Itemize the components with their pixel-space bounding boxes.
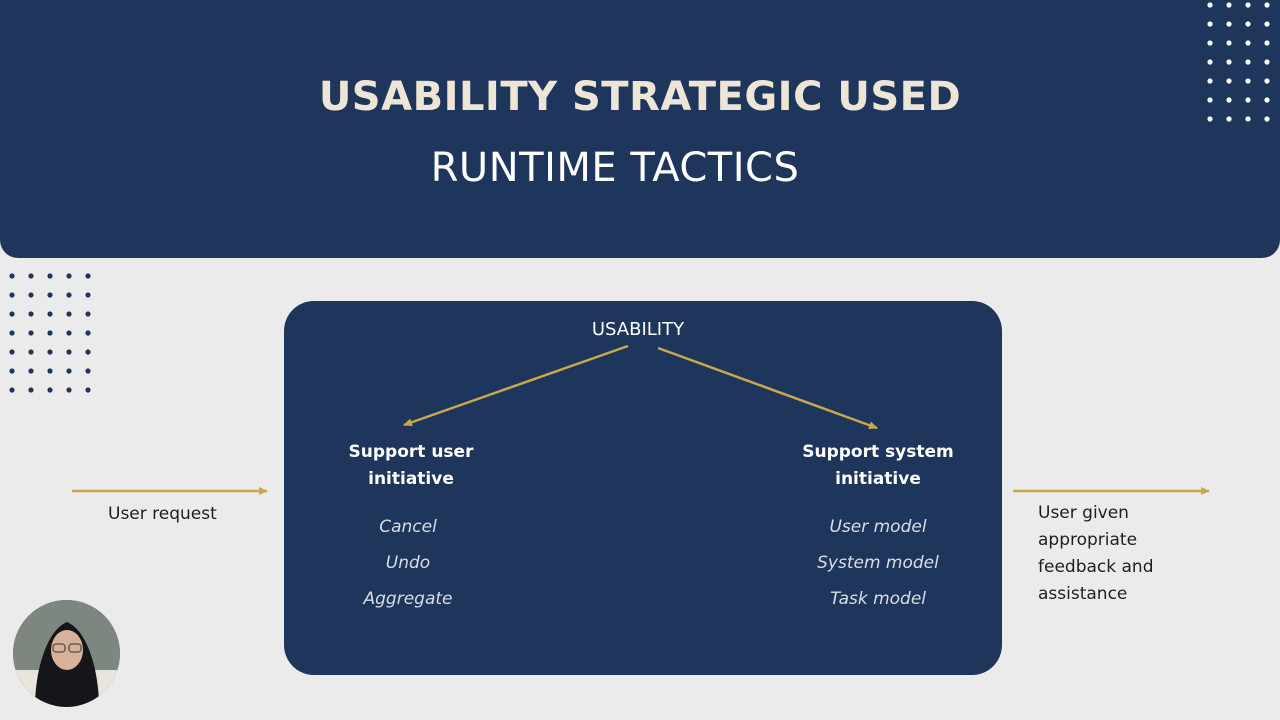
branch-title-line: Support system <box>802 442 954 462</box>
tactic-item: Aggregate <box>363 589 453 609</box>
diagram-root-usability: USABILITY <box>591 319 685 340</box>
dot-pattern-icon <box>1207 2 1270 122</box>
branch-title-support-system: Support system initiative <box>778 439 978 493</box>
slide-title: USABILITY STRATEGIC USED <box>318 74 962 120</box>
branch-title-line: Support user <box>348 442 474 462</box>
diagram-panel <box>284 301 1002 675</box>
presenter-webcam-avatar <box>13 600 120 707</box>
input-label-user-request: User request <box>108 504 217 524</box>
tactic-item: Cancel <box>379 517 437 537</box>
tactic-item: User model <box>829 517 927 537</box>
branch-title-line: initiative <box>835 469 921 489</box>
arrow-root-to-user-initiative <box>403 344 629 427</box>
slide-header-banner <box>0 0 1280 258</box>
arrow-root-to-system-initiative <box>657 346 878 430</box>
tactic-item: Undo <box>385 553 431 573</box>
branch-title-support-user: Support user initiative <box>326 439 496 493</box>
output-label-feedback: User given appropriate feedback and assi… <box>1038 503 1154 604</box>
system-initiative-tactics-list: User model System model Task model <box>778 514 978 622</box>
slide-subtitle: RUNTIME TACTICS <box>430 145 800 191</box>
user-initiative-tactics-list: Cancel Undo Aggregate <box>320 514 496 622</box>
dot-pattern-icon <box>9 273 91 393</box>
tactic-item: System model <box>817 553 939 573</box>
branch-title-line: initiative <box>368 469 454 489</box>
tactic-item: Task model <box>829 589 927 609</box>
